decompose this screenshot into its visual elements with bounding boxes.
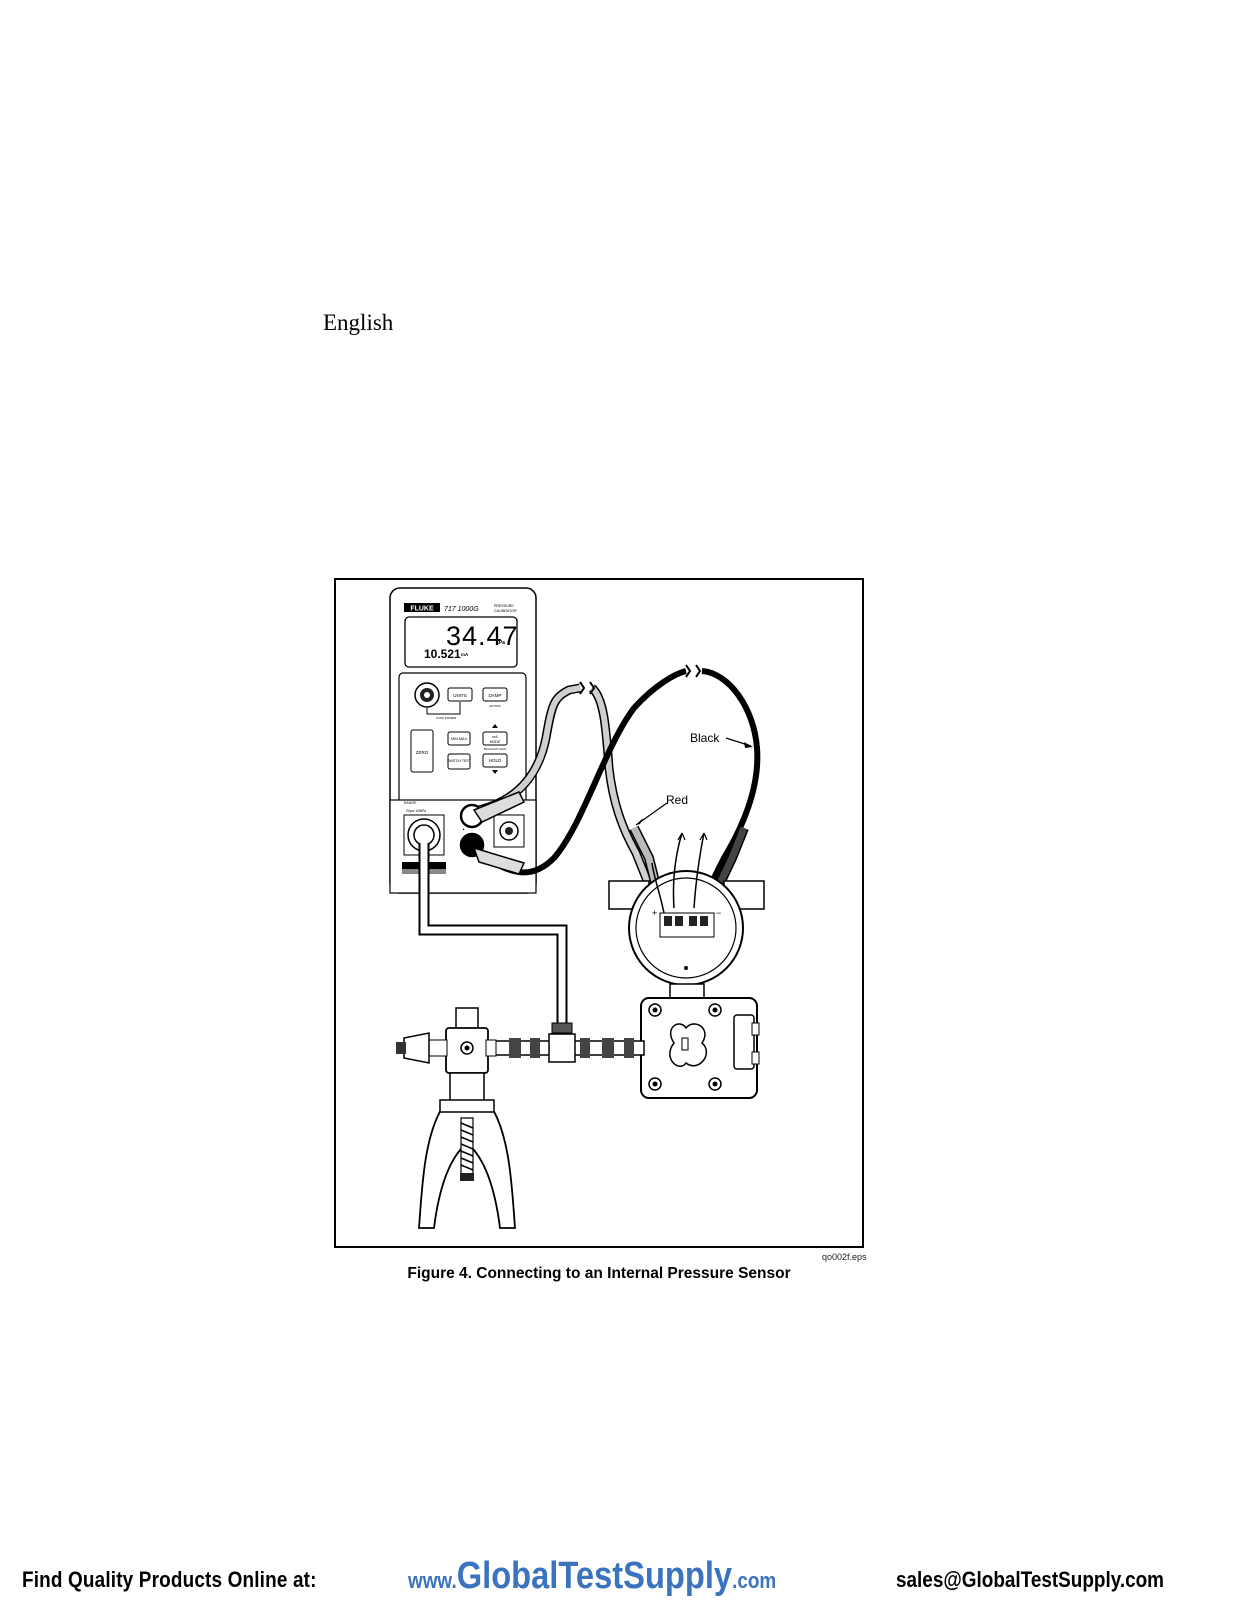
svg-text:CALIBRATOR: CALIBRATOR [494, 609, 517, 613]
url-prefix: www. [408, 1568, 457, 1593]
svg-text:RANGE: RANGE [404, 801, 417, 805]
ma-mode-key [482, 731, 508, 746]
svg-text:SWITCH TEST: SWITCH TEST [447, 759, 472, 763]
hand-pump [396, 1007, 516, 1229]
pressure-calibrator: FLUKE 717 1000G PRESSURE CALIBRATOR 34.4… [389, 587, 537, 894]
svg-text:+: + [652, 908, 657, 918]
url-suffix: .com [732, 1568, 777, 1593]
svg-text:kPa: kPa [496, 640, 505, 646]
damp-key [482, 687, 508, 702]
figure-connection-diagram: FLUKE 717 1000G PRESSURE CALIBRATOR 34.4… [334, 578, 864, 1248]
svg-text:717 1000G: 717 1000G [444, 606, 479, 613]
hold-key [482, 753, 508, 768]
svg-text:DAMP: DAMP [488, 693, 501, 698]
display-secondary-value: 10.521 [424, 647, 461, 661]
footer-website-link[interactable]: www.GlobalTestSupply.com [408, 1555, 776, 1598]
svg-text:FLUKE: FLUKE [410, 606, 434, 613]
svg-text:MODE: MODE [490, 740, 501, 744]
svg-text:UNITS: UNITS [453, 693, 467, 698]
black-lead-label: Black [690, 731, 720, 745]
svg-text:G0psi 100kPa: G0psi 100kPa [406, 809, 426, 813]
svg-text:AUTOFF: AUTOFF [489, 704, 501, 708]
jack-label: ▲ [462, 827, 465, 831]
test-leads [472, 664, 761, 903]
svg-text:−: − [716, 908, 721, 918]
display-primary-value: 34.47 [446, 621, 519, 651]
page-footer: Find Quality Products Online at: www.Glo… [0, 1555, 1237, 1600]
footer-tagline: Find Quality Products Online at: [22, 1567, 317, 1592]
svg-text:LOOP POWER: LOOP POWER [436, 716, 457, 720]
language-label: English [323, 310, 394, 335]
url-brand: GlobalTestSupply [456, 1555, 733, 1597]
svg-text:BACKLIGHT HOLD: BACKLIGHT HOLD [484, 747, 507, 751]
footer-email-link[interactable]: sales@GlobalTestSupply.com [896, 1567, 1164, 1592]
svg-text:HOLD: HOLD [489, 758, 502, 763]
figure-file-name: qo002f.eps [822, 1252, 867, 1262]
connection-diagram-illustration: FLUKE 717 1000G PRESSURE CALIBRATOR 34.4… [334, 578, 864, 1248]
figure-caption: Figure 4. Connecting to an Internal Pres… [407, 1265, 791, 1282]
switch-test-key [447, 753, 471, 770]
pressure-transmitter: + − [608, 832, 765, 1099]
pressure-tubing [418, 843, 645, 1063]
fluke-logo [404, 603, 440, 612]
min-max-key [447, 731, 471, 746]
zero-key [410, 729, 434, 773]
svg-text:PRESSURE: PRESSURE [494, 604, 514, 608]
red-lead-label: Red [666, 793, 688, 807]
units-key [447, 687, 473, 702]
svg-text:MIN MAX: MIN MAX [451, 737, 468, 741]
svg-text:mA: mA [492, 735, 498, 739]
lcd-display [404, 616, 518, 668]
svg-text:ZERO: ZERO [416, 750, 429, 755]
svg-text:mA: mA [461, 652, 469, 657]
